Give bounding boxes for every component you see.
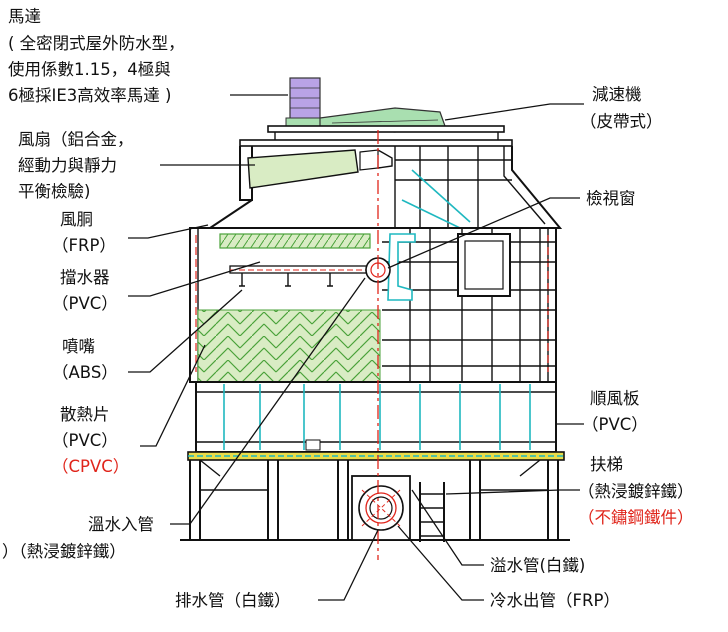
ladder-material: （熱浸鍍鋅鐵） (578, 481, 694, 501)
label-overflow-pipe: 溢水管(白鐵) (490, 556, 585, 575)
fan-line3: 平衡檢驗) (18, 182, 90, 201)
ladder-alt-material: （不鏽鋼鐵件） (578, 508, 694, 527)
hot-water-inlet-material: ）（熱浸鍍鋅鐵） (2, 541, 126, 561)
fan-line2: 經動力與靜力 (18, 156, 117, 175)
hot-water-inlet-name: 溫水入管 (88, 515, 154, 534)
label-inspection-window: 檢視窗 (586, 189, 636, 208)
reducer-material: （皮帶式） (580, 112, 663, 131)
ladder-name: 扶梯 (590, 455, 623, 474)
label-hot-water-inlet: 溫水入管 ）（熱浸鍍鋅鐵） (2, 515, 154, 561)
fan-stack-material: （FRP） (52, 236, 116, 255)
label-louver: 順風板 （PVC） (582, 389, 648, 434)
fill-media (197, 309, 381, 383)
label-ladder: 扶梯 （熱浸鍍鋅鐵） （不鏽鋼鐵件） (578, 455, 694, 527)
label-motor: 馬達 ( 全密閉式屋外防水型， 使用係數1.15，4極與 6極採IE3高效率馬達… (8, 7, 185, 105)
main-casing (189, 227, 557, 383)
basin (187, 451, 565, 477)
top-deck (239, 125, 513, 147)
label-drift-eliminator: 擋水器 （PVC） (52, 268, 118, 313)
reducer-name: 減速機 (592, 85, 642, 104)
fill-material: （PVC） (52, 431, 118, 450)
motor-spec-line3: 6極採IE3高效率馬達 ) (8, 86, 171, 105)
drift-eliminator-material: （PVC） (52, 294, 118, 313)
fan-stack (206, 146, 563, 229)
drift-eliminator (219, 233, 371, 249)
overflow-pipe-name: 溢水管(白鐵) (490, 556, 585, 575)
label-reducer: 減速機 （皮帶式） (580, 85, 663, 131)
fill-alt-material: （CPVC） (52, 457, 129, 476)
label-drain-pipe: 排水管（白鐵） (175, 591, 291, 610)
nozzle-material: （ABS） (52, 363, 118, 382)
cold-water-outlet-name: 冷水出管（FRP） (490, 591, 620, 610)
fan-line1: 風扇（鋁合金， (18, 130, 134, 149)
label-fill: 散熱片 （PVC） （CPVC） (52, 405, 129, 476)
louver-name: 順風板 (590, 389, 640, 408)
label-fan: 風扇（鋁合金， 經動力與靜力 平衡檢驗) (18, 130, 134, 201)
motor-spec-line1: ( 全密閉式屋外防水型， (8, 34, 185, 53)
label-fan-stack: 風胴 （FRP） (52, 210, 116, 255)
fan-stack-name: 風胴 (60, 210, 93, 229)
motor-title: 馬達 (8, 7, 41, 26)
leader-lines (128, 94, 584, 601)
fan-blade (247, 149, 393, 189)
louver-material: （PVC） (582, 415, 648, 434)
motor (285, 77, 325, 127)
motor-spec-line2: 使用係數1.15，4極與 (8, 60, 171, 79)
label-cold-water-outlet: 冷水出管（FRP） (490, 591, 620, 610)
nozzle-name: 噴嘴 (62, 337, 95, 356)
drain-pipe-name: 排水管（白鐵） (175, 591, 291, 610)
casing-panels (382, 228, 556, 382)
label-nozzle: 噴嘴 （ABS） (52, 337, 118, 382)
inspection-window-name: 檢視窗 (586, 189, 636, 208)
cold-water-outlet (351, 475, 411, 541)
fill-name: 散熱片 (60, 405, 110, 424)
louver (195, 381, 557, 453)
ladder (419, 482, 445, 542)
drift-eliminator-name: 擋水器 (60, 268, 110, 287)
